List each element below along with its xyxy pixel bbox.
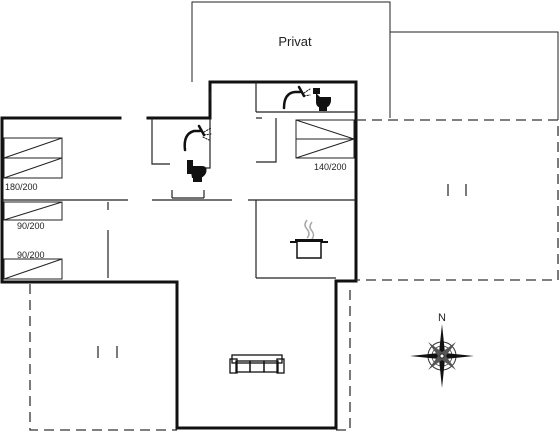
toilet-icon: [313, 88, 331, 111]
toilet-icon: [187, 160, 207, 182]
compass-north-label: N: [438, 312, 446, 324]
shower-icon: [282, 85, 311, 110]
privat-area: [191, 1, 559, 120]
cooking-pot-icon: [290, 219, 328, 259]
bed-icon: [3, 201, 63, 221]
bed-label-90-b: 90/200: [17, 250, 45, 260]
bed-label-180: 180/200: [5, 182, 38, 192]
bed-icon: [295, 119, 355, 159]
shower-icon: [183, 124, 212, 152]
interior-walls: [2, 82, 356, 279]
terraces: [29, 119, 559, 431]
bed-label-140: 140/200: [314, 162, 347, 172]
sofa-icon: [229, 354, 285, 374]
room-label-privat: Privat: [278, 34, 312, 49]
bed-label-90-a: 90/200: [17, 221, 45, 231]
terrace-doors: [97, 184, 467, 358]
compass-rose-icon: [410, 324, 474, 388]
bed-icon: [3, 137, 63, 179]
bed-icon: [3, 258, 63, 280]
